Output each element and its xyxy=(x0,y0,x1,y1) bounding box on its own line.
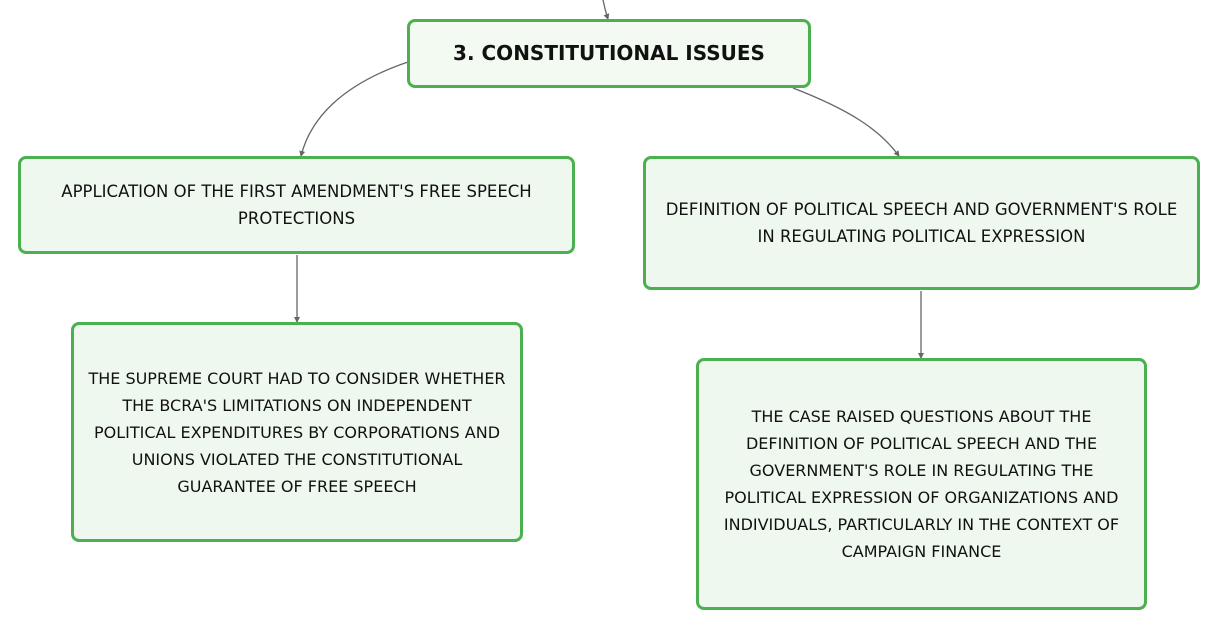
detail-node-political-speech[interactable]: THE CASE RAISED QUESTIONS ABOUT THE DEFI… xyxy=(696,358,1147,610)
detail-node-text: THE SUPREME COURT HAD TO CONSIDER WHETHE… xyxy=(88,368,506,496)
detail-node-text: THE CASE RAISED QUESTIONS ABOUT THE DEFI… xyxy=(723,407,1120,561)
connector-parent-to-root xyxy=(602,0,610,20)
detail-node-first-amendment[interactable]: THE SUPREME COURT HAD TO CONSIDER WHETHE… xyxy=(71,322,523,542)
connector-root-to-left-branch xyxy=(299,61,409,157)
root-node-label: 3. CONSTITUTIONAL ISSUES xyxy=(453,41,765,65)
branch-node-political-speech[interactable]: DEFINITION OF POLITICAL SPEECH AND GOVER… xyxy=(643,156,1200,290)
branch-node-first-amendment[interactable]: APPLICATION OF THE FIRST AMENDMENT'S FRE… xyxy=(18,156,575,254)
branch-node-label: APPLICATION OF THE FIRST AMENDMENT'S FRE… xyxy=(61,182,532,228)
connector-root-to-right-branch xyxy=(792,87,900,157)
root-node[interactable]: 3. CONSTITUTIONAL ISSUES xyxy=(407,19,811,88)
branch-node-label: DEFINITION OF POLITICAL SPEECH AND GOVER… xyxy=(665,200,1178,246)
